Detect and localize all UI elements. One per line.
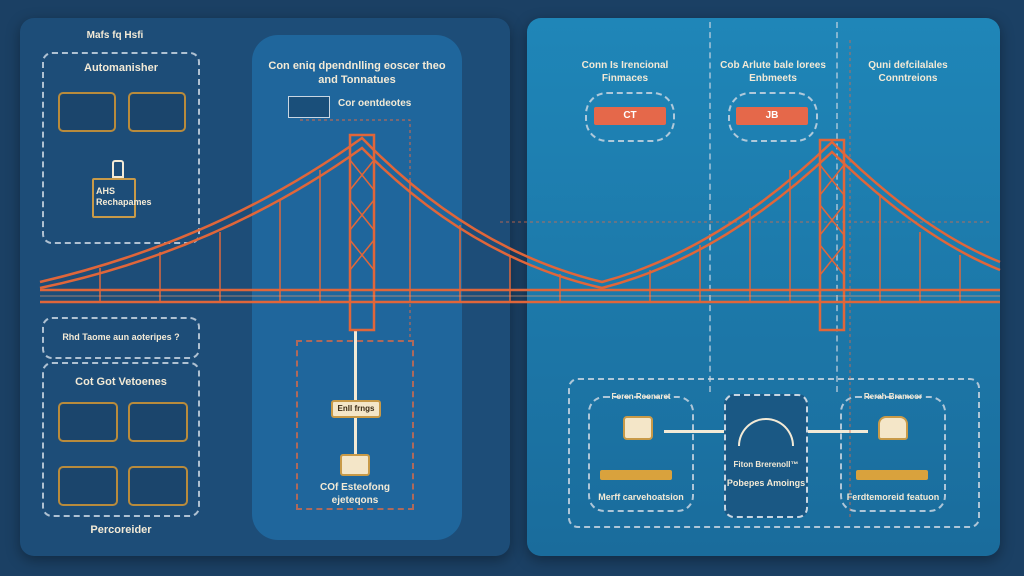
node-top: Foren Reonaret [611,392,671,401]
nodes-frame [568,378,980,528]
node-caption: Merff carvehoatsion [598,492,684,502]
group-top-heading: Automanisher [84,62,158,74]
badge-frame [92,178,136,218]
train-card [58,402,118,442]
group-top-badge: AHS Rechapames [96,186,152,208]
train-card [128,92,186,132]
node-box [840,396,946,512]
train-card [128,466,188,506]
node-top: Fiton Brerenoll™ [733,460,799,469]
left-title: Mafs fq Hsfi [86,30,144,41]
badge-frame [585,92,675,142]
group-top [42,52,200,244]
connector-line [354,330,357,458]
center-heading: Con eniq dpendnlling eoscer theo and Ton… [268,60,446,86]
column-badge: CT [594,107,666,125]
column-divider [709,22,711,392]
main-cable [39,136,1001,284]
node-caption: Ferdtemoreid featuon [846,492,940,502]
node-box-center [724,394,808,518]
lock-icon [623,416,653,440]
badge-frame [728,92,818,142]
note-box [42,317,200,359]
node-box [588,396,694,512]
column-badge: JB [736,107,808,125]
left-footer: Percoreider [90,524,152,536]
train-card [58,92,116,132]
column-divider [836,22,838,392]
gold-label [600,470,672,480]
connector-line [664,430,724,433]
note-text: Rhd Taome aun aoteripes ? [62,332,180,342]
column-heading: Cob Arlute bale lorees Enbmeets [720,60,826,84]
group-bottom [42,362,200,517]
gold-label [856,470,928,480]
lock-icon [878,416,908,440]
tower [348,133,376,332]
group-bottom-heading: Cot Got Vetoenes [75,376,167,388]
tower-icon [112,160,124,178]
column-heading: Quni defcilalales Conntreions [868,60,948,84]
train-card [58,466,118,506]
legend-icon [288,96,330,118]
case-icon [340,454,370,476]
center-footer: COf Esteofong ejeteqons [320,482,390,506]
main-cable [39,146,1001,290]
node-caption: Pobepes Amoings [726,478,806,488]
column-heading: Conn Is Irencional Finmaces [581,60,669,84]
legend-label: Cor oentdeotes [338,98,412,109]
connector-line [808,430,868,433]
node-top: Rerah Bramoor [863,392,923,401]
train-card [128,402,188,442]
center-tag: Enll frngs [331,400,381,418]
